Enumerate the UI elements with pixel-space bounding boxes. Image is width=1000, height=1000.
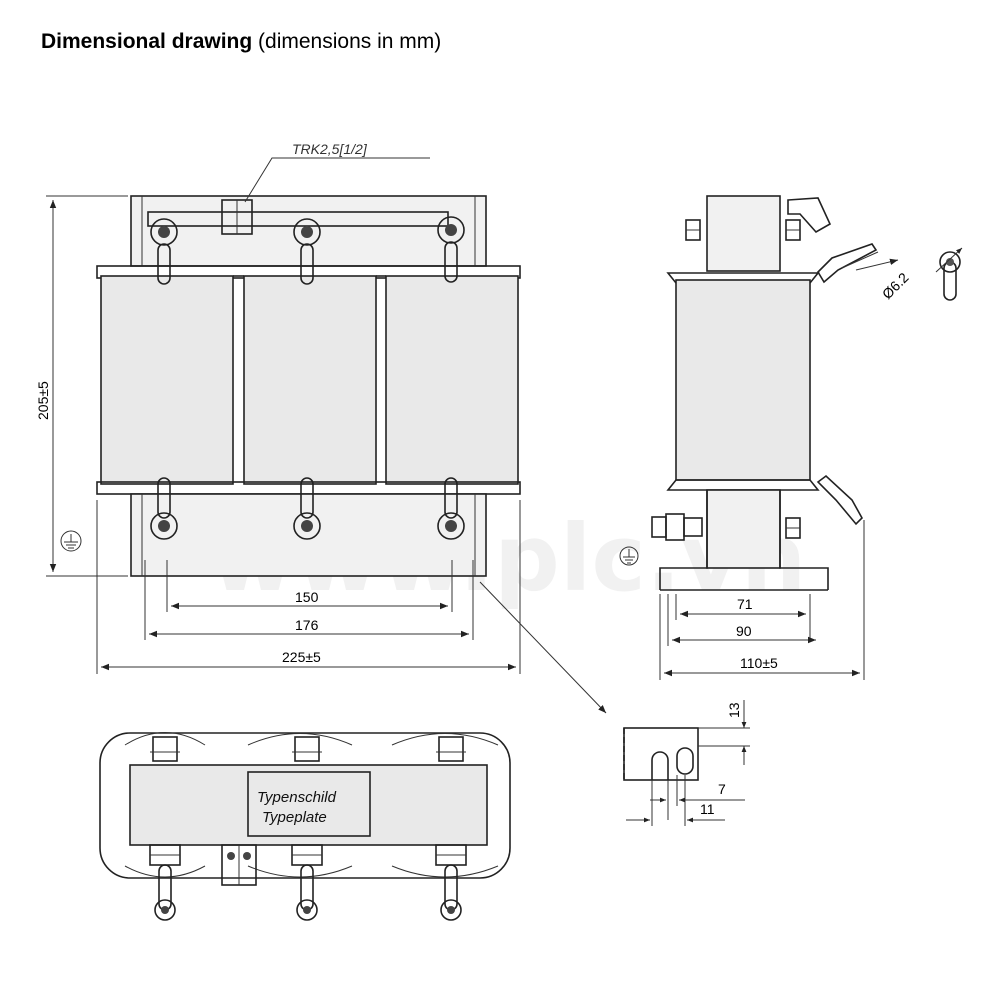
terminal-top-1 bbox=[150, 218, 178, 285]
ground-icon bbox=[60, 530, 82, 552]
dim-11: 11 bbox=[700, 801, 715, 817]
dim-7: 7 bbox=[718, 781, 726, 797]
typeplate bbox=[247, 771, 371, 837]
height-dimension: 205±5 bbox=[35, 381, 51, 420]
terminal-bottom-3 bbox=[437, 477, 465, 540]
hole-diameter: Ø6.2 bbox=[879, 269, 912, 302]
typeplate-label-de: Typenschild bbox=[257, 789, 337, 806]
page-title: Dimensional drawing (dimensions in mm) bbox=[41, 30, 442, 53]
nut-bottom-3 bbox=[435, 844, 467, 866]
nut-top-1 bbox=[150, 736, 180, 762]
dim-150: 150 bbox=[295, 589, 319, 605]
terminal-bottom-1 bbox=[150, 477, 178, 540]
typeplate-label-en: Typeplate bbox=[262, 809, 327, 826]
nut-bottom-1 bbox=[149, 844, 181, 866]
nut-bottom-2 bbox=[291, 844, 323, 866]
nut-top-3 bbox=[436, 736, 466, 762]
slot-detail-view: 13 7 11 bbox=[623, 700, 750, 826]
ground-icon bbox=[619, 546, 639, 566]
front-view: TRK2,5[1/2] bbox=[35, 141, 607, 714]
dim-13: 13 bbox=[726, 702, 742, 718]
bolt-top-right bbox=[785, 219, 801, 241]
dim-71: 71 bbox=[737, 596, 753, 612]
bolt-top-left bbox=[685, 219, 701, 241]
top-view: Typenschild Typeplate bbox=[99, 732, 511, 921]
lug-2 bbox=[296, 864, 318, 921]
lug-1 bbox=[154, 864, 176, 921]
hole-detail bbox=[935, 247, 963, 301]
lug-3 bbox=[440, 864, 462, 921]
dim-225: 225±5 bbox=[282, 649, 321, 665]
side-view: Ø6.2 71 90 110±5 bbox=[619, 195, 963, 680]
dim-176: 176 bbox=[295, 617, 319, 633]
bolt-bottom-left bbox=[651, 513, 703, 541]
dim-90: 90 bbox=[736, 623, 752, 639]
terminal-bottom-2 bbox=[293, 477, 321, 540]
nut-top-2 bbox=[292, 736, 322, 762]
terminal-label: TRK2,5[1/2] bbox=[292, 141, 368, 157]
bolt-bottom-right bbox=[785, 517, 801, 539]
terminal-top-3 bbox=[437, 216, 465, 283]
dim-110: 110±5 bbox=[740, 655, 778, 671]
terminal-top-2 bbox=[293, 218, 321, 285]
